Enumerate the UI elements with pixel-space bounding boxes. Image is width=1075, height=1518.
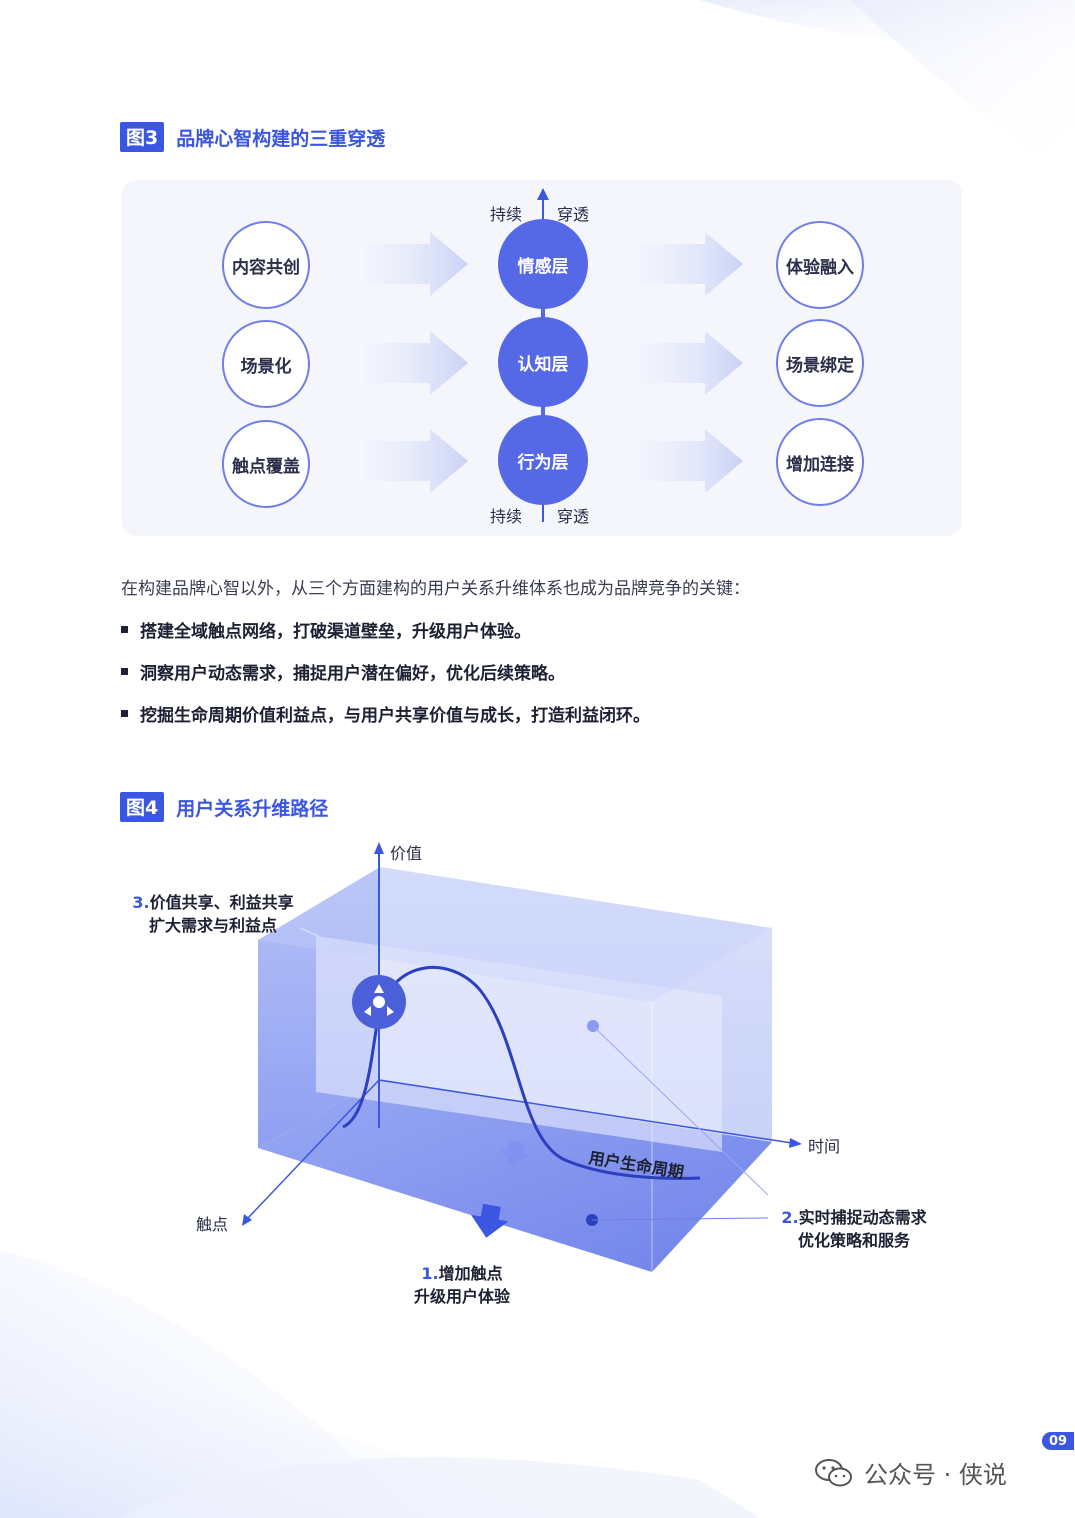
label-2-number: 2. bbox=[781, 1208, 799, 1227]
down-arrow-front-icon bbox=[470, 1203, 509, 1238]
time-axis bbox=[378, 1079, 802, 1148]
intro-text: 在构建品牌心智以外，从三个方面建构的用户关系升维体系也成为品牌竞争的关键： bbox=[121, 579, 750, 599]
bullet-marker bbox=[121, 626, 128, 633]
center-circle-cognition: 认知层 bbox=[498, 317, 588, 407]
leader-line-back bbox=[592, 1025, 769, 1196]
left-circle-touchpoint: 触点覆盖 bbox=[222, 420, 310, 508]
touchpoint-axis-label: 触点 bbox=[196, 1215, 229, 1234]
up-arrow-icon bbox=[537, 188, 549, 222]
touchpoint-axis bbox=[242, 1079, 380, 1226]
bullet-text-1: 搭建全域触点网络，打破渠道壁垒，升级用户体验。 bbox=[140, 622, 531, 642]
figure3-header: 图3 品牌心智构建的三重穿透 bbox=[120, 122, 385, 152]
right-circle-experience: 体验融入 bbox=[776, 221, 864, 309]
right-circle-binding: 场景绑定 bbox=[776, 319, 864, 407]
label-1-line2: 升级用户体验 bbox=[413, 1287, 510, 1306]
figure3-title: 品牌心智构建的三重穿透 bbox=[176, 127, 386, 150]
bullet-item-3: 挖掘生命周期价值利益点，与用户共享价值与成长，打造利益闭环。 bbox=[121, 701, 650, 726]
page-number: 09 bbox=[1042, 1432, 1074, 1450]
bullet-item-2: 洞察用户动态需求，捕捉用户潜在偏好，优化后续策略。 bbox=[121, 659, 565, 684]
bullet-marker bbox=[121, 668, 128, 675]
watermark-text: 公众号 · 侠说 bbox=[864, 1461, 1007, 1489]
box-top-face bbox=[258, 867, 772, 1002]
label-3-line2: 扩大需求与利益点 bbox=[148, 916, 277, 935]
arrow-left-3 bbox=[365, 429, 468, 493]
figure3-arrows bbox=[365, 188, 743, 522]
leader-line-front bbox=[591, 1217, 769, 1221]
time-axis-label: 时间 bbox=[808, 1137, 841, 1156]
bottom-right-label: 穿透 bbox=[557, 507, 590, 526]
top-left-label: 持续 bbox=[490, 205, 523, 224]
bullet-text-3: 挖掘生命周期价值利益点，与用户共享价值与成长，打造利益闭环。 bbox=[140, 706, 650, 726]
center-circle-emotion: 情感层 bbox=[498, 219, 588, 309]
triangle-badge-icon bbox=[352, 975, 406, 1029]
figure4-diagram: 用户生命周期 bbox=[242, 842, 802, 1272]
bullet-text-2: 洞察用户动态需求，捕捉用户潜在偏好，优化后续策略。 bbox=[140, 664, 565, 684]
figure4-header: 图4 用户关系升维路径 bbox=[120, 792, 328, 822]
watermark: 公众号 · 侠说 bbox=[814, 1455, 1007, 1490]
down-arrow-back-icon bbox=[499, 1140, 532, 1168]
lifecycle-curve bbox=[342, 966, 701, 1180]
label-3: 3.价值共享、利益共享 扩大需求与利益点 bbox=[118, 891, 308, 937]
arrow-right-1 bbox=[640, 232, 743, 296]
label-1-number: 1. bbox=[421, 1264, 439, 1283]
left-circle-content: 内容共创 bbox=[222, 221, 310, 309]
figure4-title: 用户关系升维路径 bbox=[176, 797, 329, 820]
label-1-line1: 增加触点 bbox=[438, 1264, 503, 1283]
bullet-marker bbox=[121, 710, 128, 717]
left-circle-scenario: 场景化 bbox=[222, 320, 310, 408]
top-right-label: 穿透 bbox=[557, 205, 590, 224]
center-circle-behavior: 行为层 bbox=[498, 415, 588, 505]
label-2-line1: 实时捕捉动态需求 bbox=[798, 1208, 927, 1227]
wechat-icon bbox=[815, 1458, 852, 1486]
bottom-left-label: 持续 bbox=[490, 507, 523, 526]
arrow-left-1 bbox=[365, 232, 468, 296]
figure4-tag: 图4 bbox=[120, 792, 165, 822]
label-2-line2: 优化策略和服务 bbox=[797, 1231, 910, 1250]
box-inner-panel bbox=[316, 936, 722, 1152]
arrow-left-2 bbox=[365, 331, 468, 395]
bullet-item-1: 搭建全域触点网络，打破渠道壁垒，升级用户体验。 bbox=[121, 617, 531, 642]
figure3-tag: 图3 bbox=[120, 122, 165, 152]
label-3-line1: 价值共享、利益共享 bbox=[149, 893, 294, 912]
label-3-number: 3. bbox=[132, 893, 150, 912]
label-2: 2.实时捕捉动态需求 优化策略和服务 bbox=[764, 1206, 944, 1252]
right-circle-connection: 增加连接 bbox=[776, 418, 864, 506]
label-1: 1.增加触点 升级用户体验 bbox=[392, 1262, 532, 1308]
arrow-right-3 bbox=[640, 429, 743, 493]
arrow-right-2 bbox=[640, 331, 743, 395]
value-axis-label: 价值 bbox=[390, 844, 423, 863]
